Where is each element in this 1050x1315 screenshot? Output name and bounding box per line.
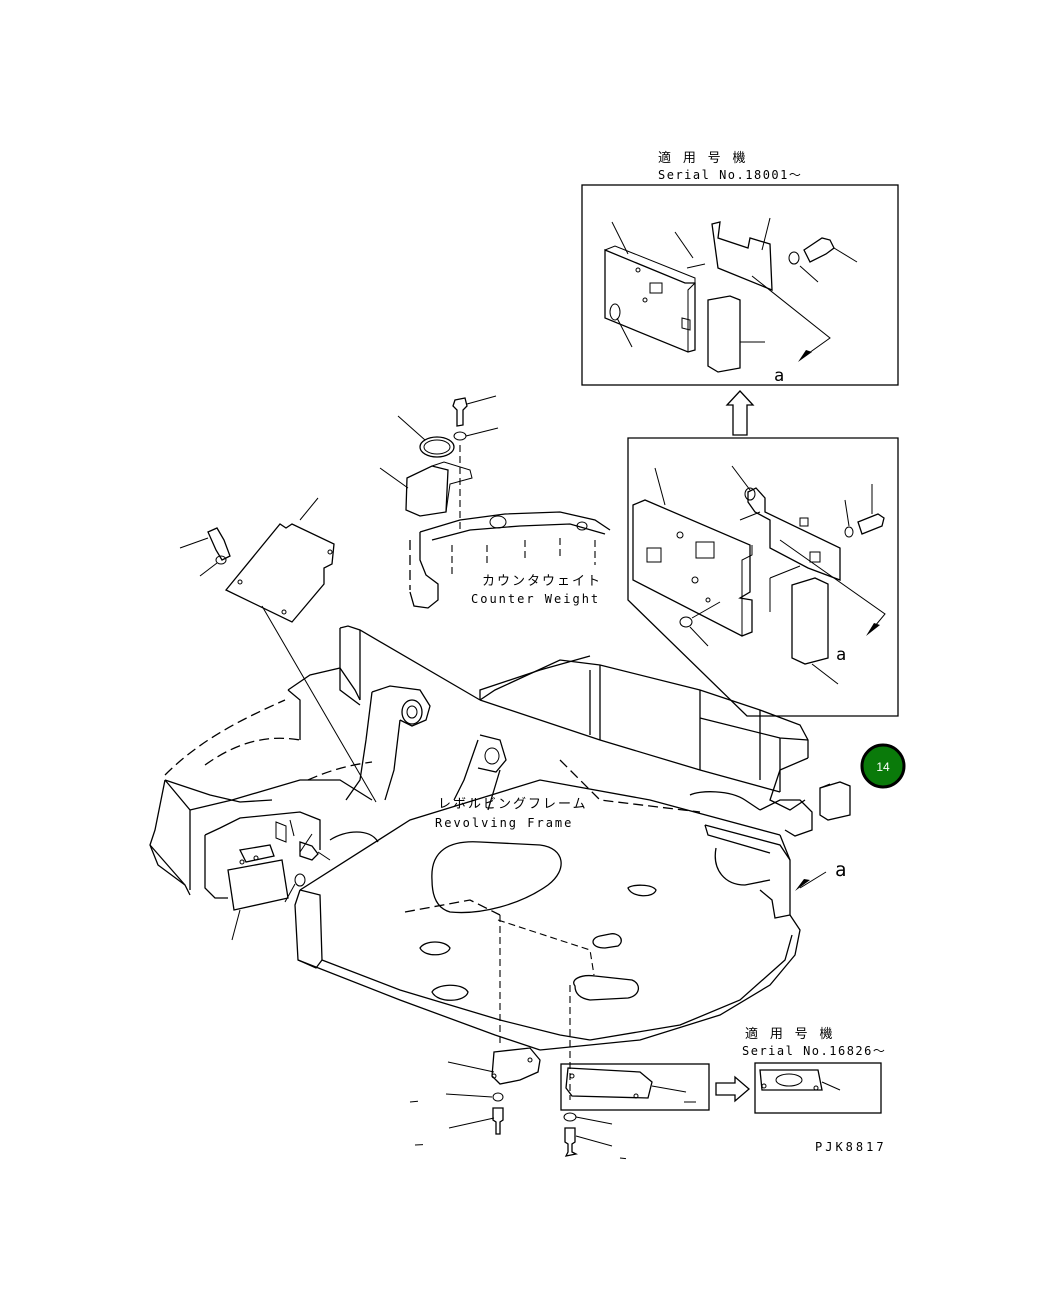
counter-weight-en-label: Counter Weight [471, 592, 600, 606]
right-arrow-icon [715, 1075, 750, 1103]
inset-top-frame [581, 184, 899, 386]
left-washer [215, 555, 227, 565]
revolving-frame-jp-label: レボルビングフレーム [438, 797, 588, 812]
boom-pivot [401, 699, 423, 725]
inset-serial-18001: 適 用 号 機 Serial No.18001～ a [581, 150, 899, 386]
left-rubber-pad [227, 859, 289, 911]
revolving-frame: レボルビングフレーム Revolving Frame a [149, 625, 851, 1051]
inset-bottom-frame [754, 1062, 882, 1114]
rubber-block-part [819, 781, 851, 821]
left-cover-plate [224, 523, 335, 623]
bottom-center-washer [563, 1112, 577, 1122]
inset-right-cushion [679, 616, 693, 628]
bottom-cover-parts: 適 用 号 機 Serial No.16826～ PJK8817 [409, 974, 887, 1161]
bottom-center-cover [565, 1067, 653, 1099]
bottom-left-washer [492, 1092, 504, 1102]
frame-opening-center [431, 841, 562, 914]
main-ref-letter: a [835, 859, 846, 881]
inset-right-plate [632, 499, 753, 637]
inset-bottom-jp-label: 適 用 号 機 [745, 1026, 834, 1042]
part-callout-14[interactable]: 14 [860, 743, 906, 789]
inset-right-detail: a [627, 437, 899, 717]
bottom-left-cover [491, 1047, 541, 1085]
inset-right-frame [627, 437, 899, 717]
bottom-left-bolt [492, 1107, 504, 1135]
upgrade-arrow-icon [725, 390, 755, 436]
callout-number[interactable]: 14 [876, 760, 890, 774]
inset-top-cushion [609, 303, 621, 321]
inset-right-bolt [857, 513, 885, 535]
inset-top-bracket [711, 221, 773, 291]
callout-circle[interactable] [860, 743, 906, 789]
cw-washer [453, 431, 467, 441]
left-cover-parts [179, 497, 377, 803]
cw-sleeve [405, 465, 449, 517]
inset-top-plate [604, 249, 696, 353]
inset-top-bolt [803, 237, 835, 263]
counter-weight-jp-label: カウンタウェイト [482, 574, 602, 589]
counter-weight-parts: カウンタウェイト Counter Weight [379, 395, 611, 609]
cw-bolt [452, 397, 468, 427]
inset-top-jp-label: 適 用 号 機 [658, 150, 747, 166]
bottom-center-frame [560, 1063, 710, 1111]
cw-o-ring [419, 436, 455, 458]
bottom-center-bolt [564, 1127, 578, 1157]
drawing-code: PJK8817 [815, 1140, 887, 1154]
inset-right-bracket [747, 487, 841, 581]
inset-right-rubber-block [791, 577, 829, 665]
inset-top-washer [788, 251, 800, 265]
inset-bottom-cover [759, 1069, 823, 1091]
revolving-frame-en-label: Revolving Frame [435, 816, 573, 830]
left-bolt [207, 527, 231, 561]
frame-cutout-bottom [573, 974, 639, 1001]
inset-right-washer [844, 526, 854, 538]
left-bracket [239, 844, 275, 863]
inset-bottom-serial-label: Serial No.16826～ [742, 1044, 886, 1058]
inset-top-ref-letter: a [774, 366, 784, 386]
inset-right-ref-letter: a [836, 645, 846, 665]
inset-top-rubber-block [707, 295, 741, 373]
inset-top-serial-label: Serial No.18001～ [658, 168, 802, 182]
